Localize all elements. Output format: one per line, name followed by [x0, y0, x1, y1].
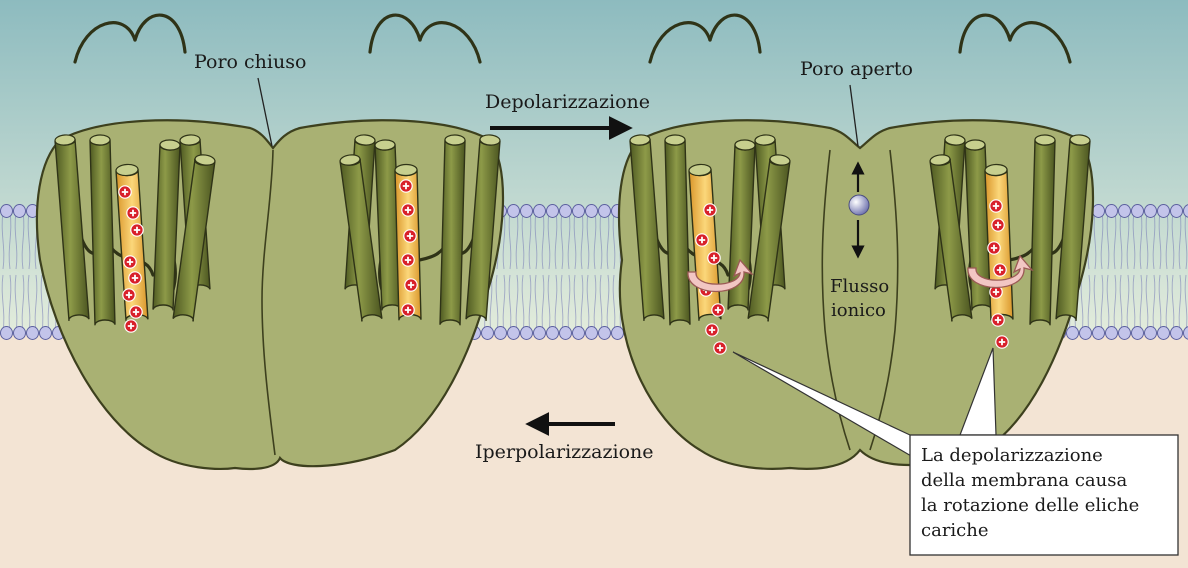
open-left-helix-2	[665, 140, 690, 326]
open-right-helix-2	[1030, 140, 1055, 326]
closed-pore-label: Poro chiuso	[194, 51, 306, 73]
callout-line-1: La depolarizzazione	[921, 445, 1103, 466]
callout-line-4: cariche	[921, 520, 989, 541]
closed-right-charged-helix-top	[395, 164, 417, 176]
ion-sphere	[849, 195, 869, 215]
closed-right-helix-2	[440, 140, 465, 326]
closed-left-helix-3-top	[160, 140, 180, 151]
callout-pointer-cover	[912, 436, 995, 440]
ion-flow-label-line1: Flusso	[830, 276, 889, 297]
closed-left-helix-2-top	[90, 135, 110, 146]
open-right-helix-2-top	[1035, 135, 1055, 146]
open-left-helix-3-top	[735, 140, 755, 151]
closed-left-helix-2	[90, 140, 115, 326]
open-left-helix-2-top	[665, 135, 685, 146]
open-pore-label: Poro aperto	[800, 58, 913, 80]
ion-flow-label-line2: ionico	[831, 300, 886, 321]
open-right-charged-helix-top	[985, 164, 1007, 176]
closed-right-helix-3-top	[375, 140, 395, 151]
callout-line-3: la rotazione delle eliche	[921, 495, 1139, 516]
callout-line-2: della membrana causa	[921, 470, 1127, 491]
hyperpolarization-label: Iperpolarizzazione	[475, 441, 654, 463]
open-right-helix-3-top	[965, 140, 985, 151]
depolarization-label: Depolarizzazione	[485, 91, 650, 113]
closed-right-helix-2-top	[445, 135, 465, 146]
